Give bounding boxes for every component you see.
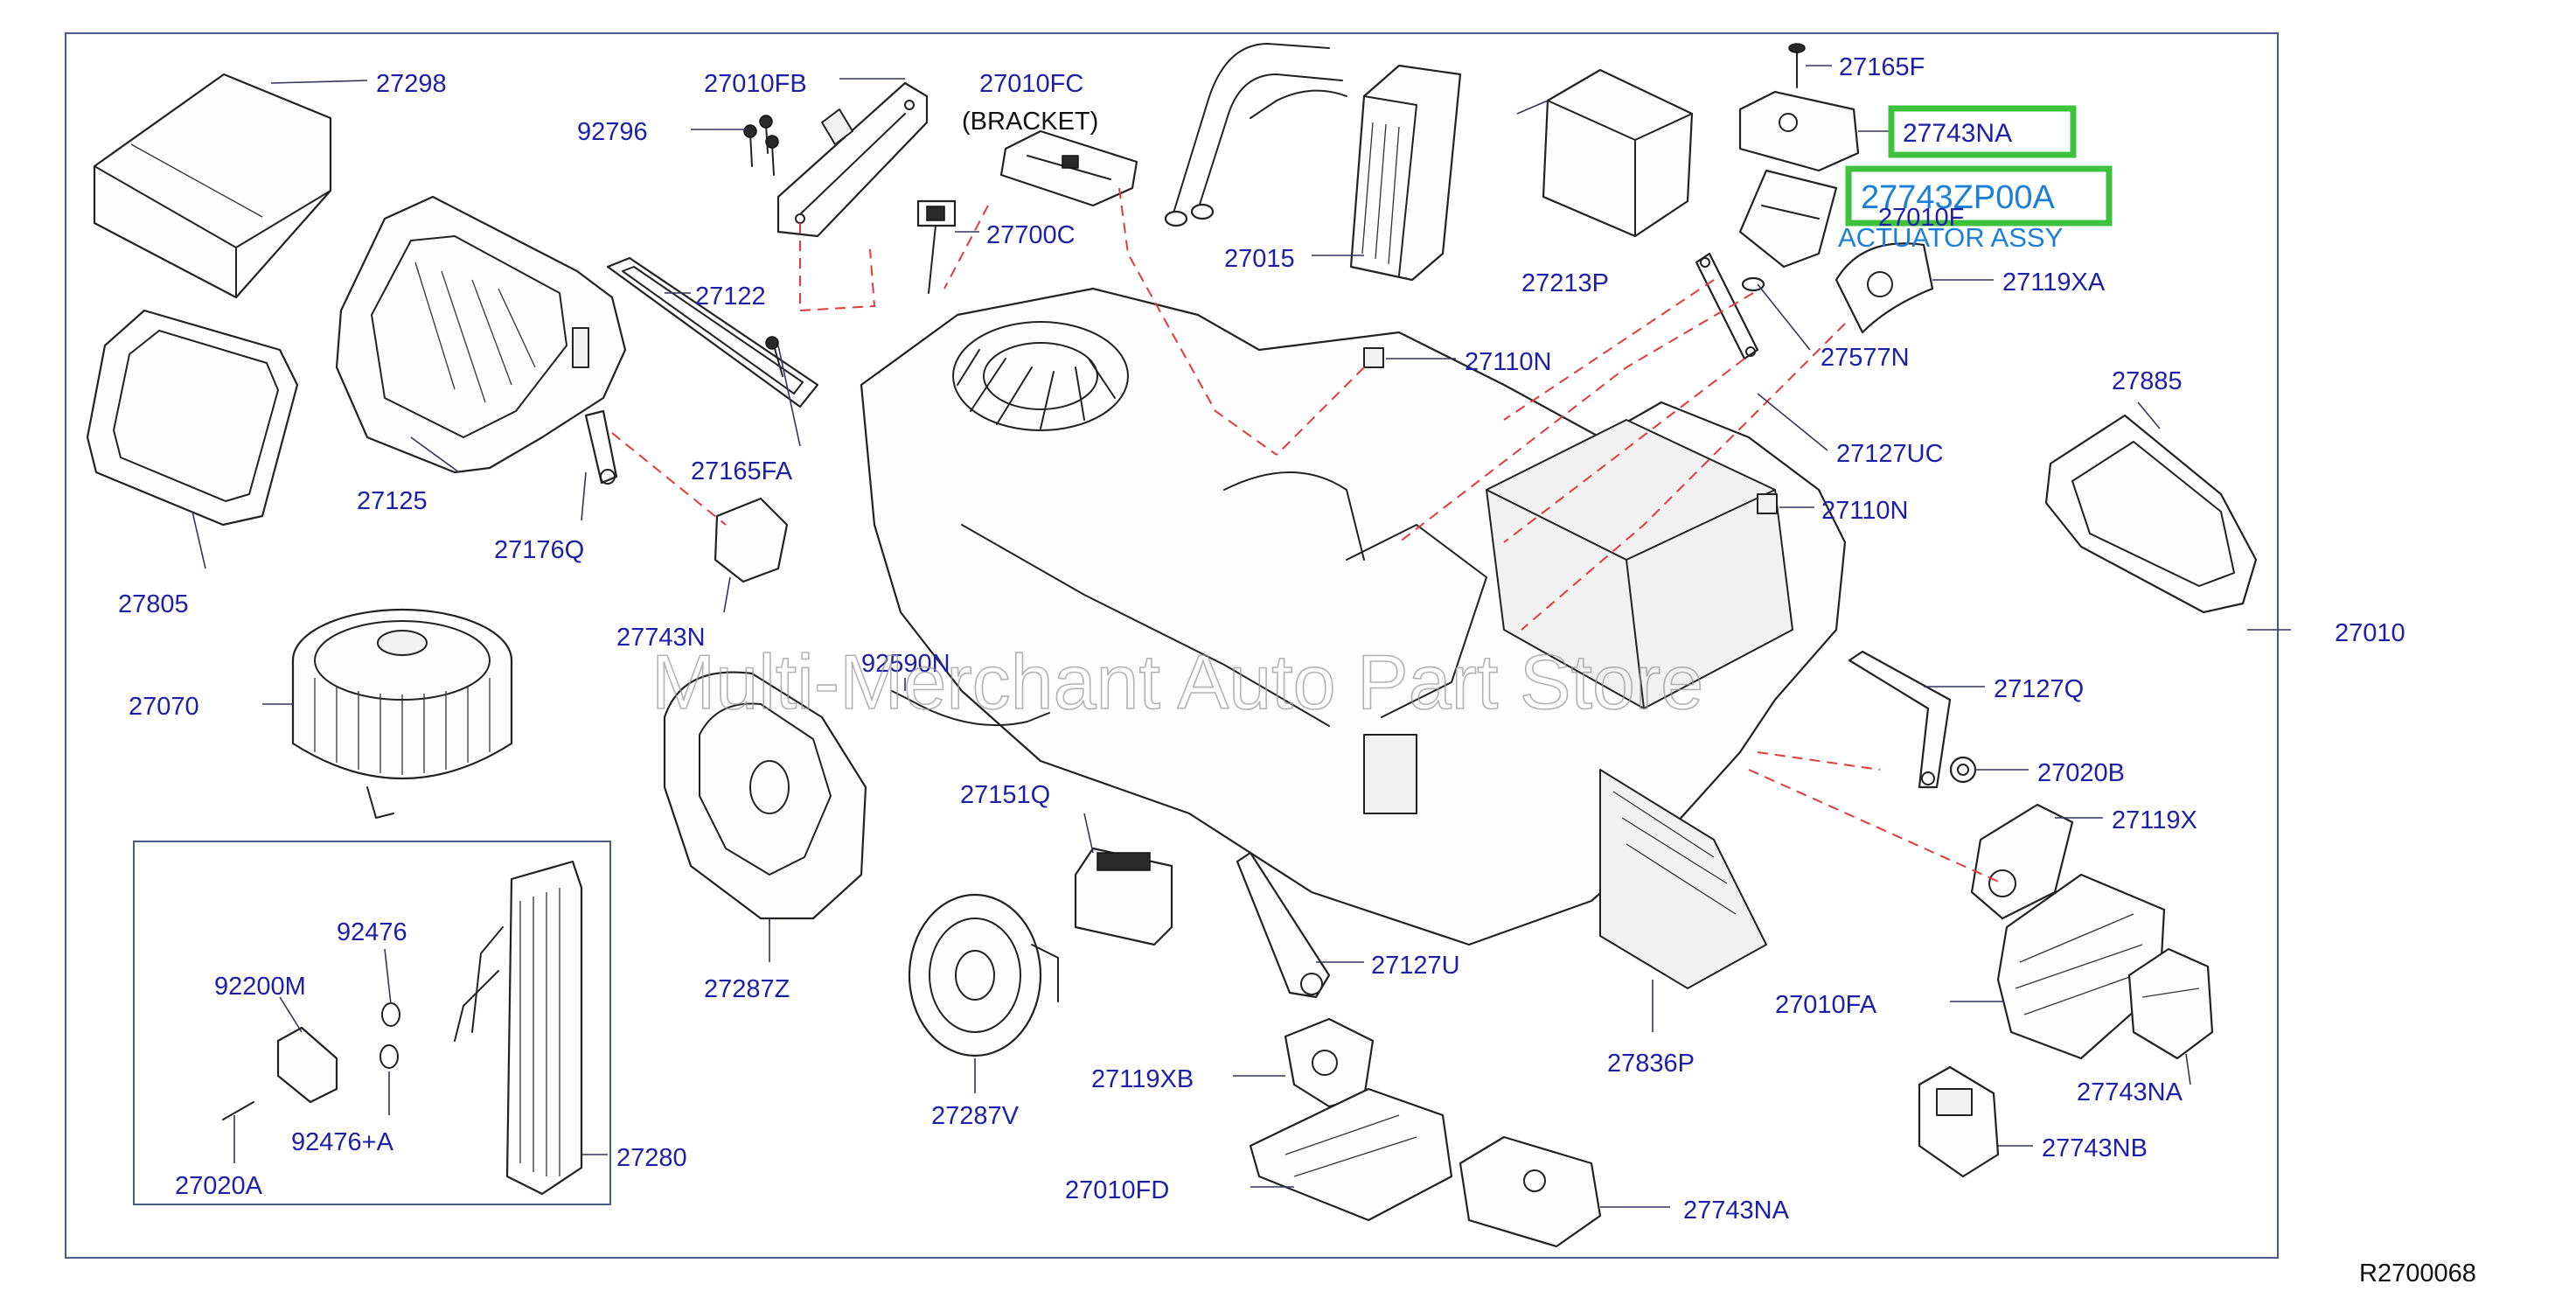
callout-labels: 27298 27010FB 27010FC (BRACKET) 92796 27… <box>118 53 2405 1225</box>
callout-27743na-top: 27743NA <box>1903 119 2012 148</box>
part-plate-27010fd <box>1249 1087 1453 1222</box>
part-bracket-27010fb <box>776 81 929 238</box>
part-screw-27165fa <box>765 336 783 377</box>
part-cabin-filter <box>93 73 332 299</box>
part-resistor-27151q <box>1074 847 1173 946</box>
callout-27127u: 27127U <box>1371 952 1460 980</box>
part-heater-core <box>1164 43 1462 282</box>
part-valve-92200m <box>276 1026 338 1104</box>
callout-27010fb: 27010FB <box>704 70 807 98</box>
assembly-lines <box>611 187 2003 884</box>
callout-27127uc: 27127UC <box>1836 440 1944 468</box>
part-hose-92590n <box>891 690 1050 727</box>
callout-27110n-b: 27110N <box>1821 497 1908 525</box>
part-blower-motor <box>291 608 513 819</box>
part-oring-92476-a <box>381 1002 400 1027</box>
inset-frame <box>133 841 611 1205</box>
callout-27743n: 27743N <box>616 624 706 652</box>
callout-27743na-right: 27743NA <box>2077 1078 2183 1106</box>
part-hvac-assembly <box>860 287 1847 989</box>
callout-92796: 92796 <box>577 118 648 146</box>
part-oring-92476-b <box>379 1044 399 1069</box>
part-actuator-27743n <box>714 497 789 583</box>
callout-bracket-note: (BRACKET) <box>962 108 1098 136</box>
callout-27119xa: 27119XA <box>2002 269 2106 297</box>
part-intake-housing <box>335 195 627 474</box>
callout-27151q: 27151Q <box>960 781 1050 809</box>
part-duct-27885 <box>2044 414 2258 614</box>
callout-27213p: 27213P <box>1521 269 1609 297</box>
part-clip-27020b <box>1949 756 1977 784</box>
callout-27165fa: 27165FA <box>691 457 793 485</box>
part-seal-27122 <box>606 256 819 408</box>
callout-27020a: 27020A <box>175 1172 263 1200</box>
part-clip-27110n-b <box>1757 493 1778 514</box>
part-link-27127q <box>1848 650 1952 789</box>
part-actuator-right <box>2127 947 2214 1060</box>
leader-lines <box>191 65 2291 1208</box>
part-plate-27010fa <box>1996 873 2166 1060</box>
part-washer-27577n <box>1741 276 1765 292</box>
callout-27119x: 27119X <box>2112 806 2197 834</box>
callout-27110n-a: 27110N <box>1465 348 1551 376</box>
callout-92200m: 92200M <box>214 973 306 1001</box>
callout-27743nb: 27743NB <box>2042 1134 2148 1162</box>
part-motor-27287v <box>908 893 1059 1057</box>
part-actuator-27743nb <box>1918 1065 2000 1178</box>
callout-92476a: 92476+A <box>291 1128 394 1156</box>
part-duct-27287z <box>663 671 867 920</box>
part-link-27127uc <box>1695 252 1759 360</box>
callout-27165f: 27165F <box>1839 53 1925 81</box>
callout-27805: 27805 <box>118 590 189 618</box>
part-evaporator-27280 <box>454 860 583 1196</box>
diagram-reference-code: R2700068 <box>2359 1260 2476 1288</box>
callout-27176q: 27176Q <box>494 536 584 564</box>
callout-27127q: 27127Q <box>1994 675 2084 703</box>
callout-27577n: 27577N <box>1821 344 1910 372</box>
diagram-frame <box>65 32 2279 1259</box>
part-filter-seal <box>86 309 299 527</box>
callout-27122: 27122 <box>695 283 766 311</box>
callout-92590n: 92590N <box>861 650 950 678</box>
callout-27836p: 27836P <box>1607 1050 1695 1078</box>
callout-27298: 27298 <box>376 70 447 98</box>
callout-27700c: 27700C <box>986 221 1076 249</box>
callout-27287z: 27287Z <box>704 975 790 1003</box>
callout-27070: 27070 <box>129 693 199 721</box>
part-actuator-bottom <box>1459 1135 1602 1248</box>
part-lever-27127u <box>1236 851 1331 999</box>
callout-27010fa: 27010FA <box>1775 991 1877 1019</box>
part-bracket-27010f <box>1738 169 1838 269</box>
callout-27743zp00a: 27743ZP00A <box>1861 179 2055 216</box>
part-bolt-27020a <box>222 1101 254 1120</box>
callout-27015: 27015 <box>1224 245 1295 273</box>
part-link-27176q <box>584 409 618 485</box>
callout-92476-a: 92476 <box>337 918 407 946</box>
watermark-text: Multi-Merchant Auto Part Store <box>651 639 1703 725</box>
part-module-27213p <box>1542 68 1694 238</box>
callout-27287v: 27287V <box>931 1102 1020 1130</box>
part-actuator-top <box>1738 90 1860 172</box>
callout-27125: 27125 <box>357 487 428 515</box>
part-screws-92796 <box>743 115 779 176</box>
callout-27010: 27010 <box>2335 619 2405 647</box>
callout-27010fd: 27010FD <box>1065 1176 1169 1204</box>
highlight-box-27743zp00a <box>1845 165 2113 227</box>
part-bracket-27010fc <box>999 129 1138 207</box>
callout-27743na-bottom: 27743NA <box>1683 1197 1790 1225</box>
highlight-box-27743na <box>1888 105 2077 158</box>
part-clip-27110n-a <box>1363 347 1384 368</box>
callout-27119xb: 27119XB <box>1091 1065 1194 1093</box>
callout-27010f: 27010F <box>1878 204 1964 232</box>
callout-27280: 27280 <box>616 1144 687 1172</box>
part-door-27119xa <box>1835 242 1934 334</box>
callout-actuator-assy: ACTUATOR ASSY <box>1838 222 2063 253</box>
callout-27010fc: 27010FC <box>979 70 1083 98</box>
callout-27885: 27885 <box>2112 367 2183 395</box>
callout-27020b: 27020B <box>2037 759 2125 787</box>
part-screw-27165f <box>1788 43 1806 88</box>
part-sensor-27700c <box>916 199 957 294</box>
